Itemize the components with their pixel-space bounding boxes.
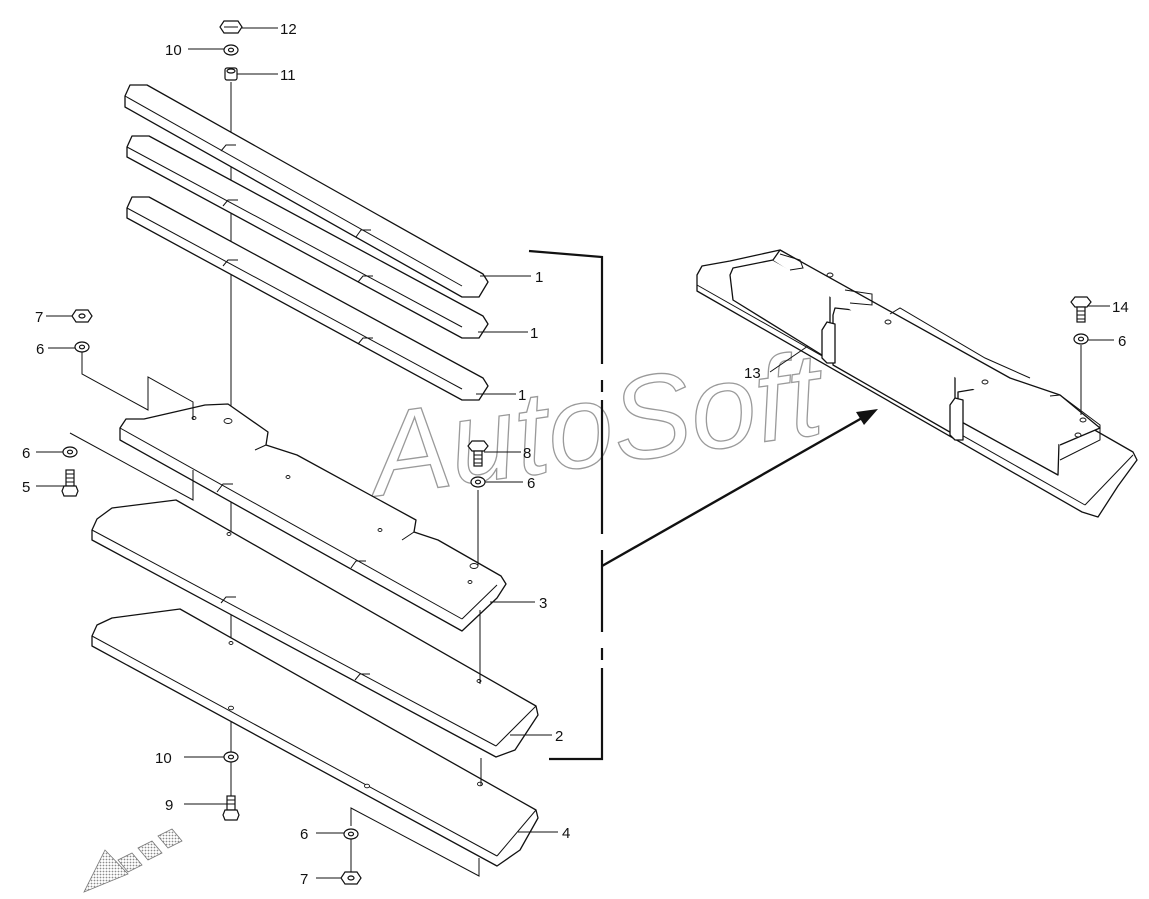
callout-12: 12 bbox=[280, 21, 297, 38]
nut-7-bottom bbox=[340, 871, 362, 885]
nut-12 bbox=[219, 20, 243, 34]
callout-7-left: 7 bbox=[35, 309, 43, 326]
callout-10-bottom: 10 bbox=[155, 750, 172, 767]
callout-5: 5 bbox=[22, 479, 30, 496]
callout-13: 13 bbox=[744, 365, 761, 382]
leader-lines bbox=[36, 27, 1114, 879]
callout-6-left-upper: 6 bbox=[36, 341, 44, 358]
strip-1-upper bbox=[124, 84, 489, 298]
bracket-plate-3 bbox=[119, 403, 507, 632]
washer-10-bottom bbox=[223, 751, 239, 763]
strip-1-lower bbox=[126, 196, 489, 401]
callout-6-assembled: 6 bbox=[1118, 333, 1126, 350]
washer-6-assembled bbox=[1073, 333, 1089, 345]
plate-4 bbox=[91, 608, 539, 867]
callout-10-top: 10 bbox=[165, 42, 182, 59]
callout-6-bottom: 6 bbox=[300, 826, 308, 843]
nut-7-left bbox=[71, 309, 93, 323]
bolt-5 bbox=[61, 469, 79, 497]
washer-6-left-lower bbox=[62, 446, 78, 458]
callout-labels: 12 10 11 1 1 1 7 6 6 5 8 6 3 2 10 9 6 4 … bbox=[22, 21, 1129, 888]
spacer-11 bbox=[224, 67, 238, 81]
washer-6-left-upper bbox=[74, 341, 90, 353]
callout-1-c: 1 bbox=[518, 387, 526, 404]
bottom-offset-line bbox=[350, 807, 480, 877]
washer-6-right bbox=[470, 476, 486, 488]
washer-10-top bbox=[223, 44, 239, 56]
callout-9: 9 bbox=[165, 797, 173, 814]
washer-6-bottom bbox=[343, 828, 359, 840]
callout-7-bottom: 7 bbox=[300, 871, 308, 888]
callout-3: 3 bbox=[539, 595, 547, 612]
callout-2: 2 bbox=[555, 728, 563, 745]
callout-4: 4 bbox=[562, 825, 570, 842]
left-offset-line-lower bbox=[69, 432, 194, 501]
left-offset-line-upper bbox=[81, 352, 194, 420]
assembled-view-arrow bbox=[601, 409, 878, 568]
front-direction-arrow-icon bbox=[83, 828, 183, 893]
callout-1-b: 1 bbox=[530, 325, 538, 342]
assembly-bracket bbox=[528, 249, 605, 761]
callout-14: 14 bbox=[1112, 299, 1129, 316]
plate-2 bbox=[91, 499, 539, 758]
strip-1-middle bbox=[126, 135, 489, 339]
callout-8: 8 bbox=[523, 445, 531, 462]
callout-11: 11 bbox=[280, 67, 296, 84]
assembled-view-13 bbox=[696, 249, 1138, 518]
bolt-8 bbox=[467, 440, 489, 467]
bolt-14 bbox=[1070, 296, 1092, 323]
callout-6-left-lower: 6 bbox=[22, 445, 30, 462]
callout-6-right: 6 bbox=[527, 475, 535, 492]
bolt-9 bbox=[222, 795, 240, 821]
callout-1-a: 1 bbox=[535, 269, 543, 286]
